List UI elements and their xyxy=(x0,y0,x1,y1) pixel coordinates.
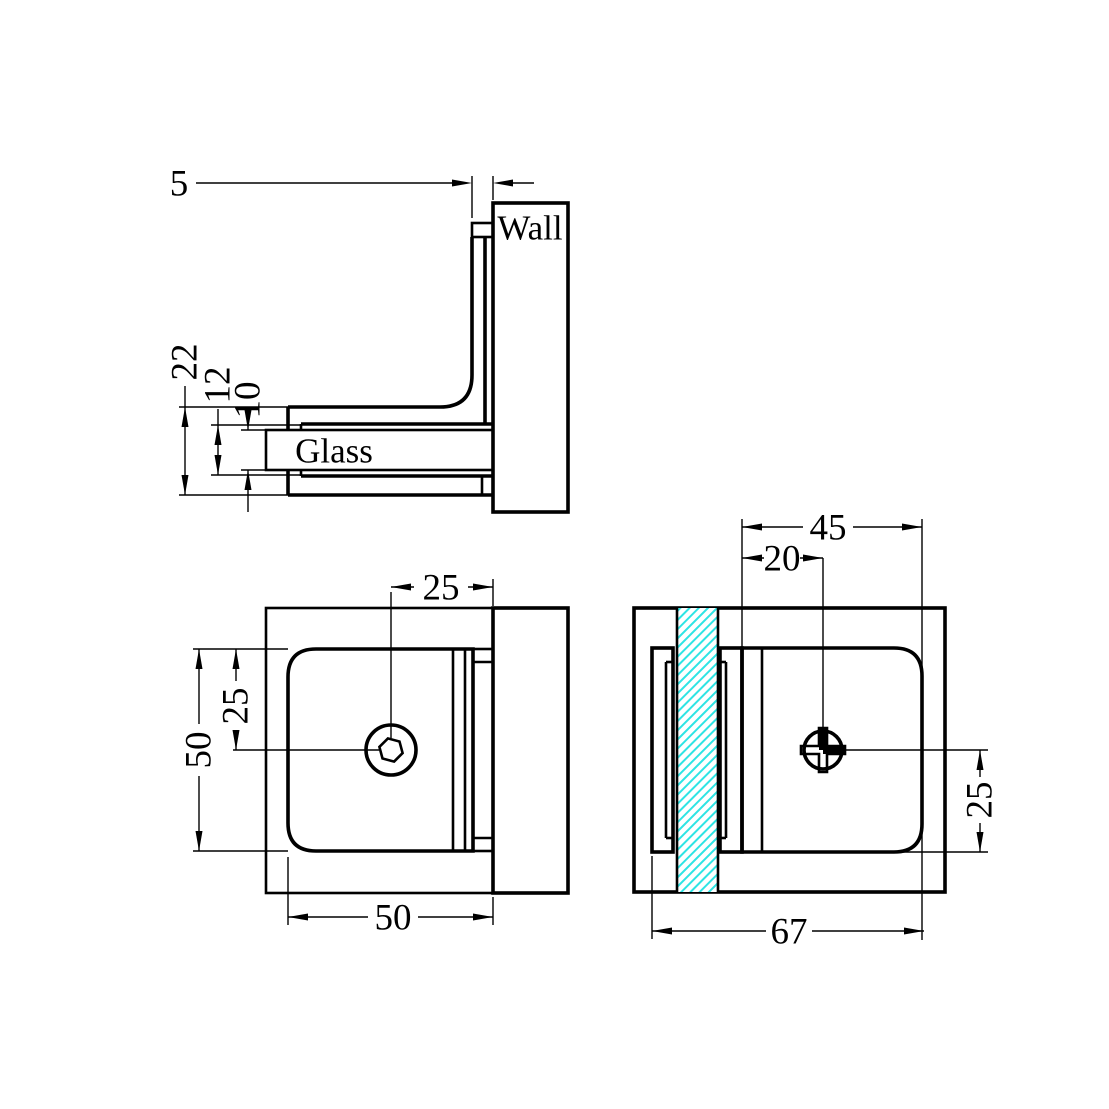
dim-hole-offset-top-value: 25 xyxy=(423,568,460,609)
glass-label-box xyxy=(295,436,375,465)
dim-wall-gap-value: 5 xyxy=(170,164,189,205)
front-view: 25 25 50 50 xyxy=(179,568,570,939)
hex-socket xyxy=(377,736,405,764)
dimension-overall-height: 22 xyxy=(165,344,288,496)
dim-overall-depth-value: 67 xyxy=(771,912,808,953)
side-view: Wall Glass 5 xyxy=(165,164,570,514)
dimension-jaw-opening: 12 xyxy=(198,367,300,476)
dim-mount-plate-width-value: 45 xyxy=(810,508,847,549)
dimension-hole-offset-top: 25 xyxy=(391,568,494,609)
dim-hole-offset-mount-value: 20 xyxy=(764,539,801,580)
wall-tab-strip xyxy=(471,647,495,853)
bracket-top-boss xyxy=(470,221,495,239)
dim-hole-offset-side-value: 25 xyxy=(216,688,257,725)
dimension-hole-offset-side: 25 xyxy=(216,649,257,750)
dimension-wall-gap: 5 xyxy=(170,164,534,218)
wall-label-box xyxy=(497,207,564,247)
wall-label: Wall xyxy=(497,209,562,248)
glass-label: Glass xyxy=(295,432,373,471)
dim-plate-height-value: 50 xyxy=(179,732,220,769)
dimension-glass-thickness: 10 xyxy=(228,382,269,512)
glass-strip-mount xyxy=(677,608,718,892)
outer-clamp-arm xyxy=(650,646,675,854)
dim-glass-thickness-value: 10 xyxy=(228,382,269,419)
clamp-plate-front xyxy=(286,647,475,853)
dimension-hole-offset-mount: 20 xyxy=(742,539,823,580)
dim-plate-width-value: 50 xyxy=(375,898,412,939)
dim-overall-height-value: 22 xyxy=(165,344,206,381)
mount-view: 45 20 25 67 xyxy=(632,508,1001,953)
dim-jaw-opening-value: 12 xyxy=(198,367,239,404)
dimension-overall-depth: 67 xyxy=(651,856,924,953)
dimension-plate-height: 50 xyxy=(179,648,288,852)
dimension-plate-width: 50 xyxy=(287,857,494,939)
dimension-mount-plate-width: 45 xyxy=(741,508,923,940)
bracket-plate-outer xyxy=(288,237,474,409)
dim-hole-to-bottom-value: 25 xyxy=(960,782,1001,819)
dimension-hole-to-bottom: 25 xyxy=(903,750,1001,853)
wall-section xyxy=(491,201,570,514)
glass-panel-side xyxy=(264,428,495,472)
